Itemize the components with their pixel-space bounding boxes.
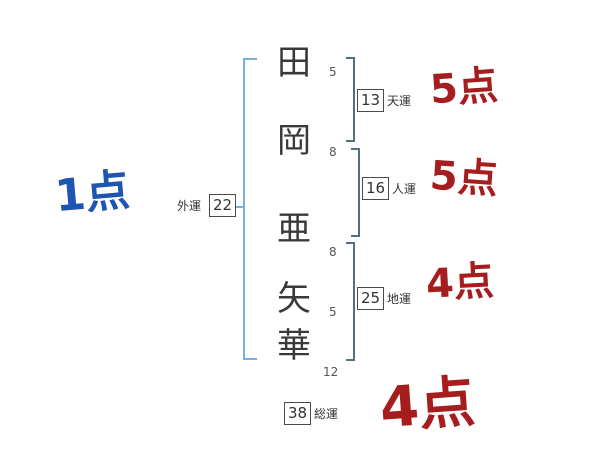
chiun-bracket [346, 242, 355, 361]
gaiun-label: 外運 [177, 199, 202, 213]
soun-label: 総運 [314, 407, 339, 421]
chiun-label: 地運 [387, 292, 412, 306]
left-bracket-connector [236, 206, 244, 208]
name-char-1: 田 [277, 43, 311, 83]
soun-value-box: 38 [284, 402, 312, 425]
gaiun-value-box: 22 [209, 194, 237, 217]
soun-score-annotation: 4点 [377, 369, 478, 442]
name-char-2: 岡 [277, 121, 311, 161]
jinun-label: 人運 [392, 182, 417, 196]
tenun-score-annotation: 5点 [428, 62, 500, 114]
chiun-score-annotation: 4点 [424, 258, 496, 308]
jinun-value-box: 16 [362, 177, 390, 200]
name-char-3: 亜 [277, 209, 311, 249]
stroke-count-4: 5 [329, 305, 337, 319]
stroke-count-2: 8 [329, 145, 337, 159]
name-char-5: 華 [277, 326, 311, 366]
stroke-count-5: 12 [323, 365, 339, 379]
gaiun-score-annotation: 1点 [52, 164, 132, 223]
tenun-bracket [346, 57, 355, 142]
tenun-label: 天運 [387, 94, 412, 108]
jinun-bracket [351, 148, 360, 237]
jinun-score-annotation: 5点 [428, 152, 500, 204]
stroke-count-1: 5 [329, 65, 337, 79]
tenun-value-box: 13 [357, 89, 385, 112]
chiun-value-box: 25 [357, 287, 385, 310]
name-char-4: 矢 [277, 279, 311, 319]
left-bracket [243, 58, 257, 360]
stroke-count-3: 8 [329, 245, 337, 259]
